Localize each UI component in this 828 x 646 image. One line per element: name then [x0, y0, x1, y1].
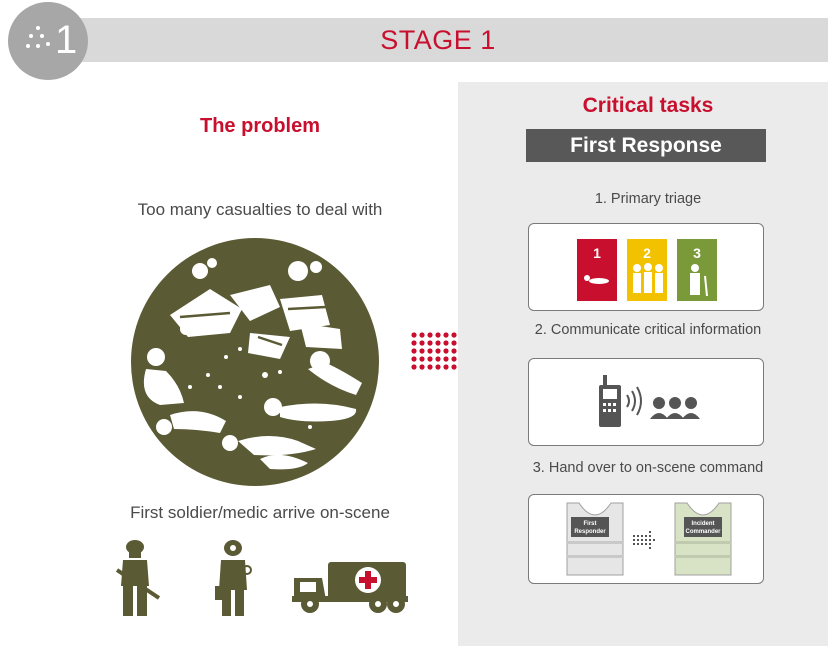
stage-number: 1: [55, 18, 78, 62]
step-1-label: 1. Primary triage: [594, 191, 702, 207]
handover-arrow-icon: [633, 531, 655, 549]
vest-2-line2: Commander: [685, 529, 721, 535]
triage-number-3: 3: [693, 245, 701, 261]
critical-tasks-title: Critical tasks: [582, 94, 714, 117]
radio-icon: [599, 375, 621, 427]
arrival-text: First soldier/medic arrive on-scene: [130, 503, 390, 522]
triage-tag-2: 2: [627, 239, 667, 301]
triage-number-1: 1: [593, 245, 601, 261]
triage-tag-1: 1: [577, 239, 617, 301]
first-response-banner: First Response: [526, 129, 766, 162]
communication-card: [528, 358, 764, 446]
ambulance-truck-icon: [292, 562, 408, 613]
first-responder-vest-icon: First Responder: [566, 502, 624, 576]
handover-card: First Responder Incident Commander: [528, 494, 764, 584]
problem-title: The problem: [199, 115, 320, 137]
step-3-label: 3. Hand over to on-scene command: [532, 460, 764, 476]
problem-description: Too many casualties to deal with: [137, 200, 383, 219]
vest-1-line2: Responder: [574, 529, 606, 535]
vest-1-line1: First: [583, 521, 596, 527]
soldier-icon: [115, 540, 161, 616]
stage-title: STAGE 1: [380, 25, 496, 55]
medic-icon: [215, 540, 252, 616]
vest-2-line1: Incident: [691, 521, 714, 527]
stage-badge: 1: [8, 2, 88, 80]
triage-card: 1 2 3: [528, 223, 764, 311]
step-2-label: 2. Communicate critical information: [534, 322, 762, 338]
casualty-scene-illustration: [131, 238, 379, 486]
stage-header-bar: [48, 18, 828, 62]
triage-tag-3: 3: [677, 239, 717, 301]
incident-commander-vest-icon: Incident Commander: [674, 502, 732, 576]
triage-number-2: 2: [643, 245, 651, 261]
people-group-icon: [650, 397, 700, 419]
signal-waves-icon: [626, 386, 642, 416]
